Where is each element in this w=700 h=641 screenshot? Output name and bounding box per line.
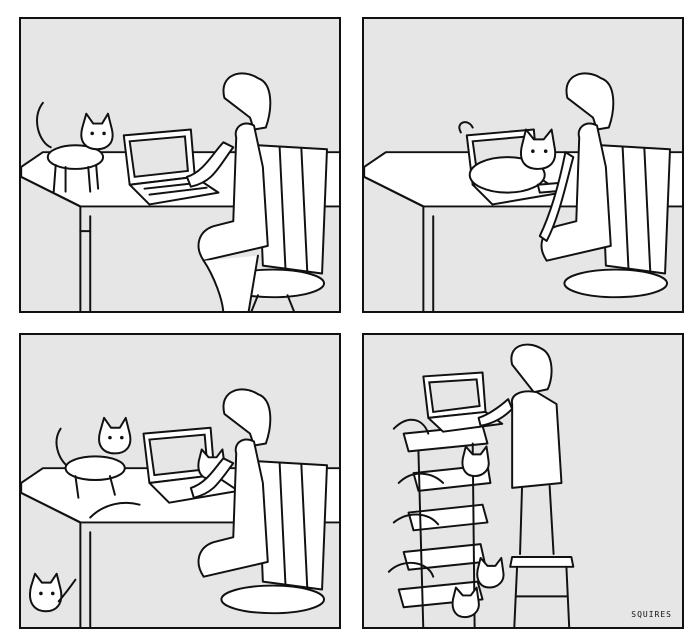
panel-2-drawing bbox=[364, 72, 682, 311]
man-typing bbox=[185, 72, 272, 311]
artist-signature: SQUIRES bbox=[631, 610, 672, 619]
panel-3-drawing bbox=[21, 388, 339, 627]
cat-tower bbox=[387, 418, 505, 627]
man-standing bbox=[477, 343, 563, 555]
cat-standing bbox=[36, 101, 114, 193]
chair bbox=[220, 460, 328, 615]
cat-walking bbox=[55, 416, 132, 499]
panel-1-drawing bbox=[21, 72, 339, 311]
chair bbox=[220, 144, 328, 311]
cat-climbing bbox=[29, 572, 77, 613]
comic-panel-4: SQUIRES bbox=[362, 333, 684, 629]
comic-panel-2 bbox=[362, 17, 684, 313]
stool bbox=[509, 555, 575, 627]
man-typing bbox=[189, 388, 272, 578]
chair bbox=[563, 144, 671, 299]
comic-panel-1 bbox=[19, 17, 341, 313]
man-seated bbox=[538, 72, 615, 262]
comic-panel-3 bbox=[19, 333, 341, 629]
panel-4-drawing bbox=[387, 343, 575, 627]
